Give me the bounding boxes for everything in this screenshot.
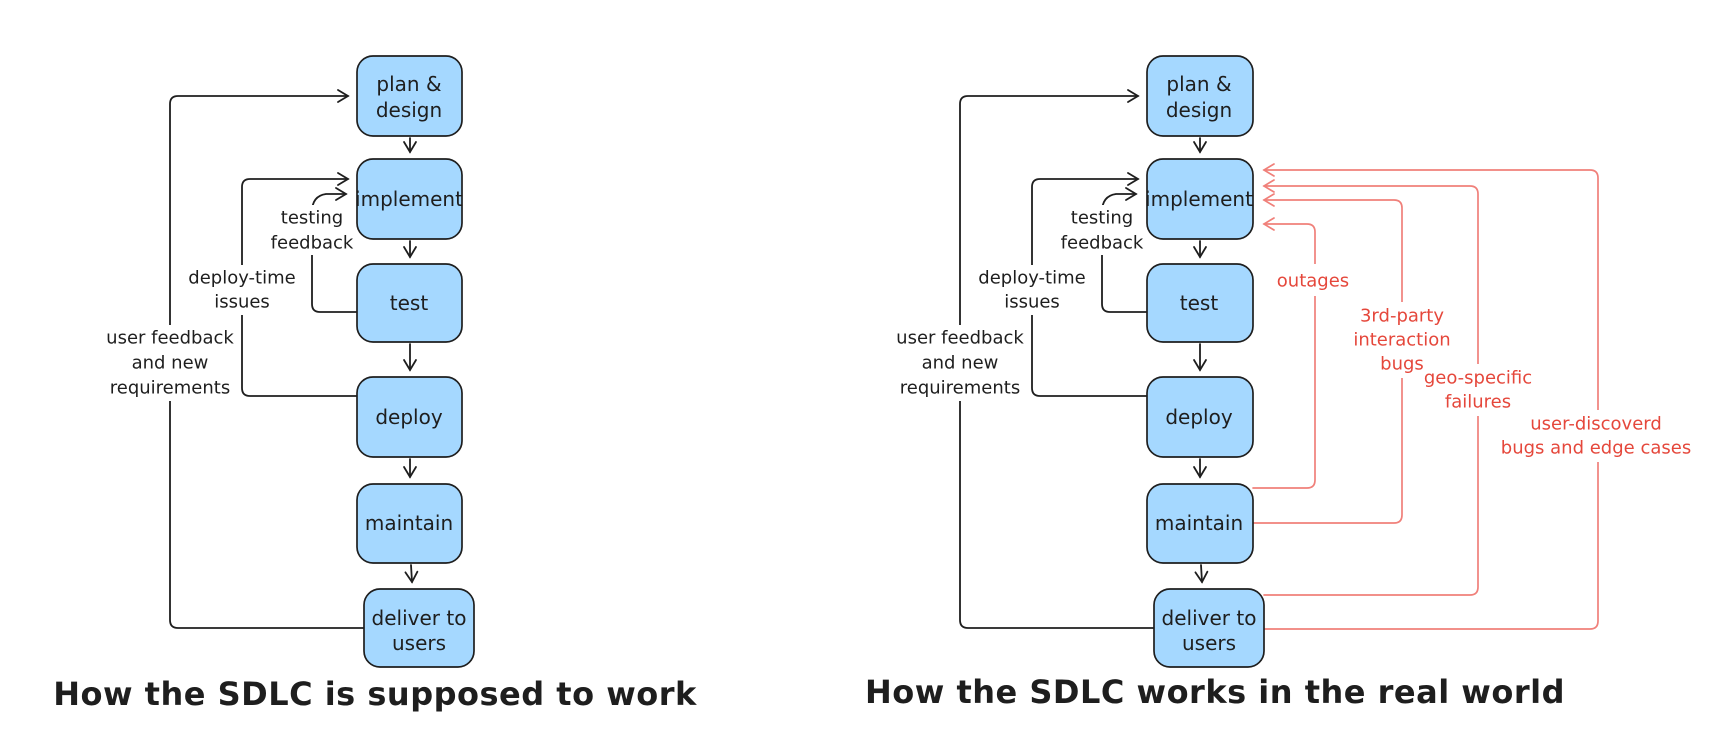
node-test: test xyxy=(356,263,463,343)
3rd-party-line1: 3rd-party xyxy=(1360,306,1444,327)
right-flow-arrows xyxy=(1193,137,1209,584)
deploy-label: deploy xyxy=(1165,405,1232,429)
user-feedback-label: user feedback and new requirements xyxy=(896,328,1024,399)
node-deliver-to-users: deliver to users xyxy=(363,588,475,668)
deploy-label: deploy xyxy=(375,405,442,429)
node-implement: implement xyxy=(355,158,463,240)
deliver-box xyxy=(1153,588,1265,668)
testing-feedback-line2: feedback xyxy=(271,233,354,254)
user-discovered-label-bg xyxy=(1498,410,1694,462)
deliver-label-line2: users xyxy=(392,631,446,655)
testing-feedback-label-bg xyxy=(1058,205,1146,255)
user-feedback-label-bg xyxy=(894,325,1027,401)
geo-specific-label-bg xyxy=(1414,364,1542,416)
plan-design-box xyxy=(1146,55,1254,137)
node-maintain: maintain xyxy=(1146,483,1254,564)
user-discovered-line2: bugs and edge cases xyxy=(1501,438,1691,459)
right-diagram: plan & design implement test deploy main… xyxy=(865,55,1694,711)
deploy-time-line2: issues xyxy=(214,292,270,313)
geo-specific-line2: failures xyxy=(1445,392,1511,413)
test-box xyxy=(1146,263,1254,343)
deploy-time-line2: issues xyxy=(1004,292,1060,313)
geo-specific-line1: geo-specific xyxy=(1424,368,1532,389)
testing-feedback-line1: testing xyxy=(281,208,343,229)
user-feedback-line1: user feedback xyxy=(106,328,234,349)
plan-design-label-line1: plan & xyxy=(1166,72,1231,96)
plan-design-label-line2: design xyxy=(376,98,442,122)
deploy-box xyxy=(1146,376,1254,458)
deliver-label-line1: deliver to xyxy=(372,606,467,630)
deploy-time-label-bg xyxy=(185,265,299,315)
node-deliver-to-users: deliver to users xyxy=(1153,588,1265,668)
implement-box xyxy=(1146,158,1254,240)
3rd-party-line3: bugs xyxy=(1380,354,1424,375)
test-label: test xyxy=(1180,291,1219,315)
left-flow-arrows xyxy=(403,137,419,584)
maintain-label: maintain xyxy=(1155,511,1243,535)
user-feedback-label-bg xyxy=(104,325,237,401)
testing-feedback-line1: testing xyxy=(1071,208,1133,229)
maintain-box xyxy=(1146,483,1254,564)
arrow-maintain-to-deliver xyxy=(1194,564,1209,584)
plan-design-box xyxy=(356,55,463,137)
arrow-maintain-to-deliver xyxy=(404,564,419,584)
user-feedback-line3: requirements xyxy=(900,378,1020,399)
user-discovered-bugs-label: user-discoverd bugs and edge cases xyxy=(1501,414,1691,459)
deploy-time-line1: deploy-time xyxy=(978,268,1085,289)
node-plan-design: plan & design xyxy=(1146,55,1254,137)
testing-feedback-label: testing feedback xyxy=(1061,208,1144,254)
red-loop-outages xyxy=(1252,217,1316,489)
left-diagram: plan & design implement test deploy main… xyxy=(53,55,697,713)
deploy-time-label-bg xyxy=(975,265,1089,315)
outages-label-bg xyxy=(1268,264,1358,296)
testing-feedback-label-bg xyxy=(268,205,356,255)
loop-testing-feedback xyxy=(311,187,358,313)
maintain-box xyxy=(356,483,463,564)
implement-label: implement xyxy=(1145,187,1253,211)
user-feedback-line2: and new xyxy=(922,353,999,374)
loop-testing-feedback xyxy=(1101,187,1148,313)
node-maintain: maintain xyxy=(356,483,463,564)
test-box xyxy=(356,263,463,343)
maintain-label: maintain xyxy=(365,511,453,535)
deliver-box xyxy=(363,588,475,668)
deploy-box xyxy=(356,376,463,458)
3rd-party-bugs-label: 3rd-party interaction bugs xyxy=(1353,306,1450,375)
test-label: test xyxy=(390,291,429,315)
testing-feedback-line2: feedback xyxy=(1061,233,1144,254)
testing-feedback-label: testing feedback xyxy=(271,208,354,254)
user-feedback-line1: user feedback xyxy=(896,328,1024,349)
node-test: test xyxy=(1146,263,1254,343)
plan-design-label-line1: plan & xyxy=(376,72,441,96)
deliver-label-line1: deliver to xyxy=(1162,606,1257,630)
right-caption: How the SDLC works in the real world xyxy=(865,673,1565,711)
deploy-time-issues-label: deploy-time issues xyxy=(978,268,1085,313)
user-feedback-label: user feedback and new requirements xyxy=(106,328,234,399)
deploy-time-line1: deploy-time xyxy=(188,268,295,289)
outages-label: outages xyxy=(1277,271,1349,292)
node-plan-design: plan & design xyxy=(356,55,463,137)
deploy-time-issues-label: deploy-time issues xyxy=(188,268,295,313)
node-deploy: deploy xyxy=(1146,376,1254,458)
user-discovered-line1: user-discoverd xyxy=(1530,414,1662,435)
red-loop-user-discovered-bugs xyxy=(1262,163,1599,630)
user-feedback-line3: requirements xyxy=(110,378,230,399)
plan-design-label-line2: design xyxy=(1166,98,1232,122)
left-caption: How the SDLC is supposed to work xyxy=(53,675,697,713)
deliver-label-line2: users xyxy=(1182,631,1236,655)
user-feedback-line2: and new xyxy=(132,353,209,374)
implement-box xyxy=(356,158,463,240)
implement-label: implement xyxy=(355,187,463,211)
geo-specific-failures-label: geo-specific failures xyxy=(1424,368,1532,413)
3rd-party-line2: interaction xyxy=(1353,330,1450,351)
node-implement: implement xyxy=(1145,158,1254,240)
node-deploy: deploy xyxy=(356,376,463,458)
